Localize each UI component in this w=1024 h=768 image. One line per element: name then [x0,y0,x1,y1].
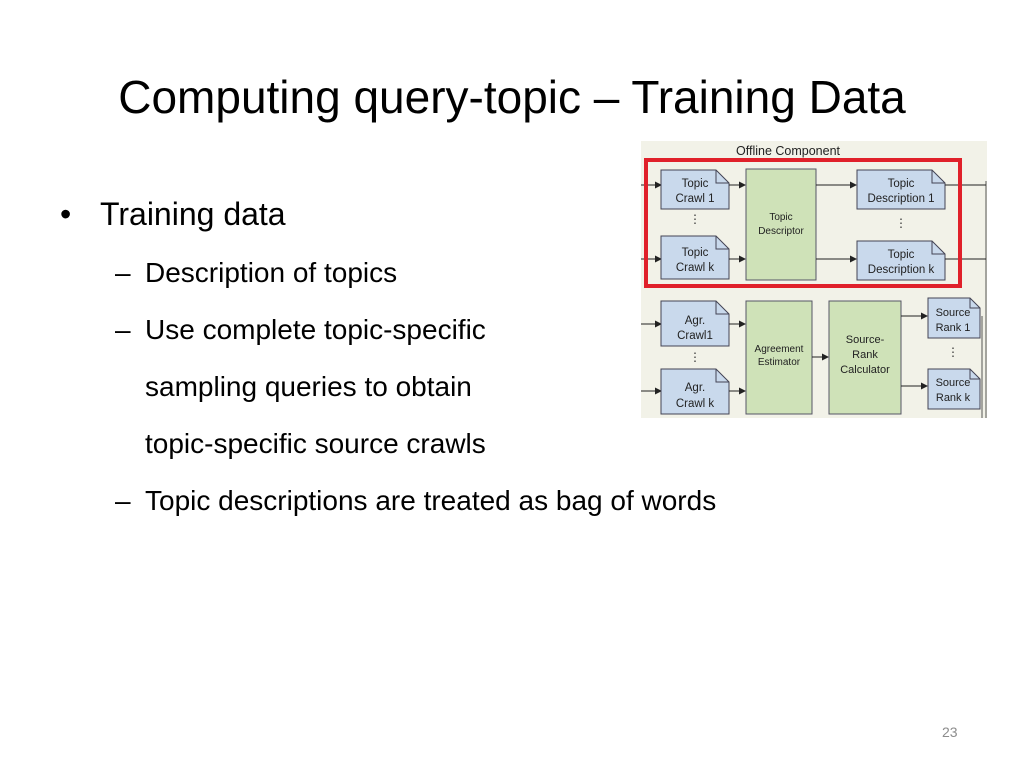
topic-crawl-k-document: Topic Crawl k [660,235,730,280]
topic-description-1-label: Description 1 [867,193,934,205]
topic-crawl-1-document: Topic Crawl 1 [660,169,730,210]
sub-bullet-bag-of-words: – Topic descriptions are treated as bag … [60,472,900,529]
agreement-estimator-process: Agreement Estimator [745,300,813,415]
bullet-text: Training data [100,196,286,232]
slide-content: • Training data – Description of topics … [60,188,900,529]
sub-bullet-line: Description of topics [145,257,398,288]
source-rank-calculator-label: Calculator [840,364,890,376]
sub-bullet-sampling-queries: – Use complete topic-specific sampling q… [60,301,900,472]
topic-crawl-1-label: Topic [682,178,709,190]
ellipsis-dots: ⋮ [689,350,701,364]
topic-descriptor-process: Topic Descriptor [745,168,817,281]
source-rank-calculator-process: Source- Rank Calculator [828,300,902,415]
topic-description-1-document: Topic Description 1 [856,169,946,210]
topic-description-k-label: Topic [888,249,915,261]
agr-crawl-k-document: Agr. Crawl k [660,368,730,415]
topic-crawl-1-label: Crawl 1 [676,193,715,205]
dash-marker: – [115,257,131,288]
topic-descriptor-label: Topic [769,212,792,223]
agr-crawl-1-document: Agr. Crawl1 [660,300,730,347]
dash-marker: – [115,314,131,345]
agreement-estimator-label: Agreement [755,344,804,355]
sub-bullet-line: topic-specific source crawls [145,428,486,459]
source-rank-k-label: Rank k [936,392,971,404]
sub-bullet-line: Topic descriptions are treated as bag of… [145,485,717,516]
topic-description-1-label: Topic [888,178,915,190]
ellipsis-dots: ⋮ [947,345,959,359]
source-rank-k-document: Source Rank k [927,368,981,410]
source-rank-1-label: Rank 1 [936,322,971,334]
ellipsis-dots: ⋮ [689,212,701,226]
bullet-marker: • [60,196,72,232]
ellipsis-dots: ⋮ [895,216,907,230]
source-rank-1-document: Source Rank 1 [927,297,981,339]
topic-crawl-k-label: Topic [682,247,709,259]
sub-bullet-line: Use complete topic-specific [145,314,486,345]
source-rank-k-label: Source [936,377,971,389]
dash-marker: – [115,485,131,516]
slide-title: Computing query-topic – Training Data [118,71,906,123]
page-number: 23 [942,724,958,740]
topic-description-k-document: Topic Description k [856,240,946,281]
sub-bullet-description: – Description of topics [60,244,900,301]
topic-crawl-k-label: Crawl k [676,262,715,274]
offline-component-diagram: Offline Component Topic Crawl 1 ⋮ Topic … [641,141,987,418]
topic-description-k-label: Description k [868,264,935,276]
agr-crawl-k-label: Agr. [685,382,705,394]
source-rank-calculator-label: Source- [846,334,885,346]
diagram-header: Offline Component [736,144,841,158]
sub-bullet-line: sampling queries to obtain [145,371,472,402]
agreement-estimator-label: Estimator [758,357,801,368]
agr-crawl-1-label: Crawl1 [677,330,713,342]
source-rank-calculator-label: Rank [852,349,878,361]
source-rank-1-label: Source [936,307,971,319]
agr-crawl-k-label: Crawl k [676,398,715,410]
bullet-training-data: • Training data [60,188,900,240]
agr-crawl-1-label: Agr. [685,315,705,327]
highlight-box [644,158,962,288]
topic-descriptor-label: Descriptor [758,226,804,237]
